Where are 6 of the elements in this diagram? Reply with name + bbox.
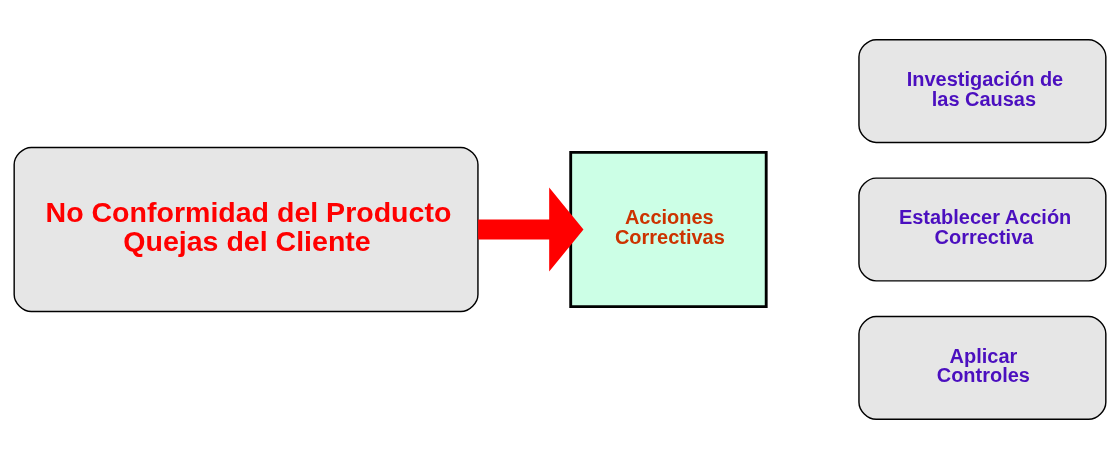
node-box: Acciones Correctivas xyxy=(569,150,768,308)
node-box: Investigación de las Causas xyxy=(858,38,1107,143)
node-box: No Conformidad del Producto Quejas del Cliente xyxy=(13,146,479,312)
node-box: Aplicar Controles xyxy=(858,315,1107,420)
arrow xyxy=(478,187,584,271)
node-box: Establecer Acción Correctiva xyxy=(858,176,1107,282)
